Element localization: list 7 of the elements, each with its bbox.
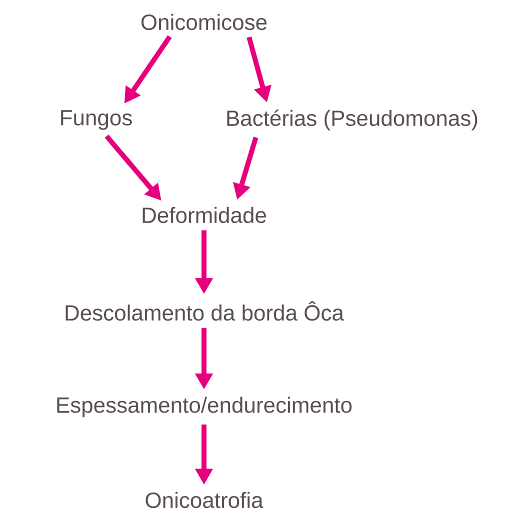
- node-label: Fungos: [61, 110, 132, 130]
- node-label: Descolamento da borda Ôca: [66, 301, 344, 321]
- node-label: Espessamento/endurecimento: [57, 396, 352, 418]
- node-label: Bactérias (Pseudomonas): [227, 110, 478, 130]
- node-label: Onicoatrofia: [146, 492, 264, 508]
- node-label: Onicomicose: [141, 14, 267, 30]
- node-label: Deformidade: [142, 206, 266, 224]
